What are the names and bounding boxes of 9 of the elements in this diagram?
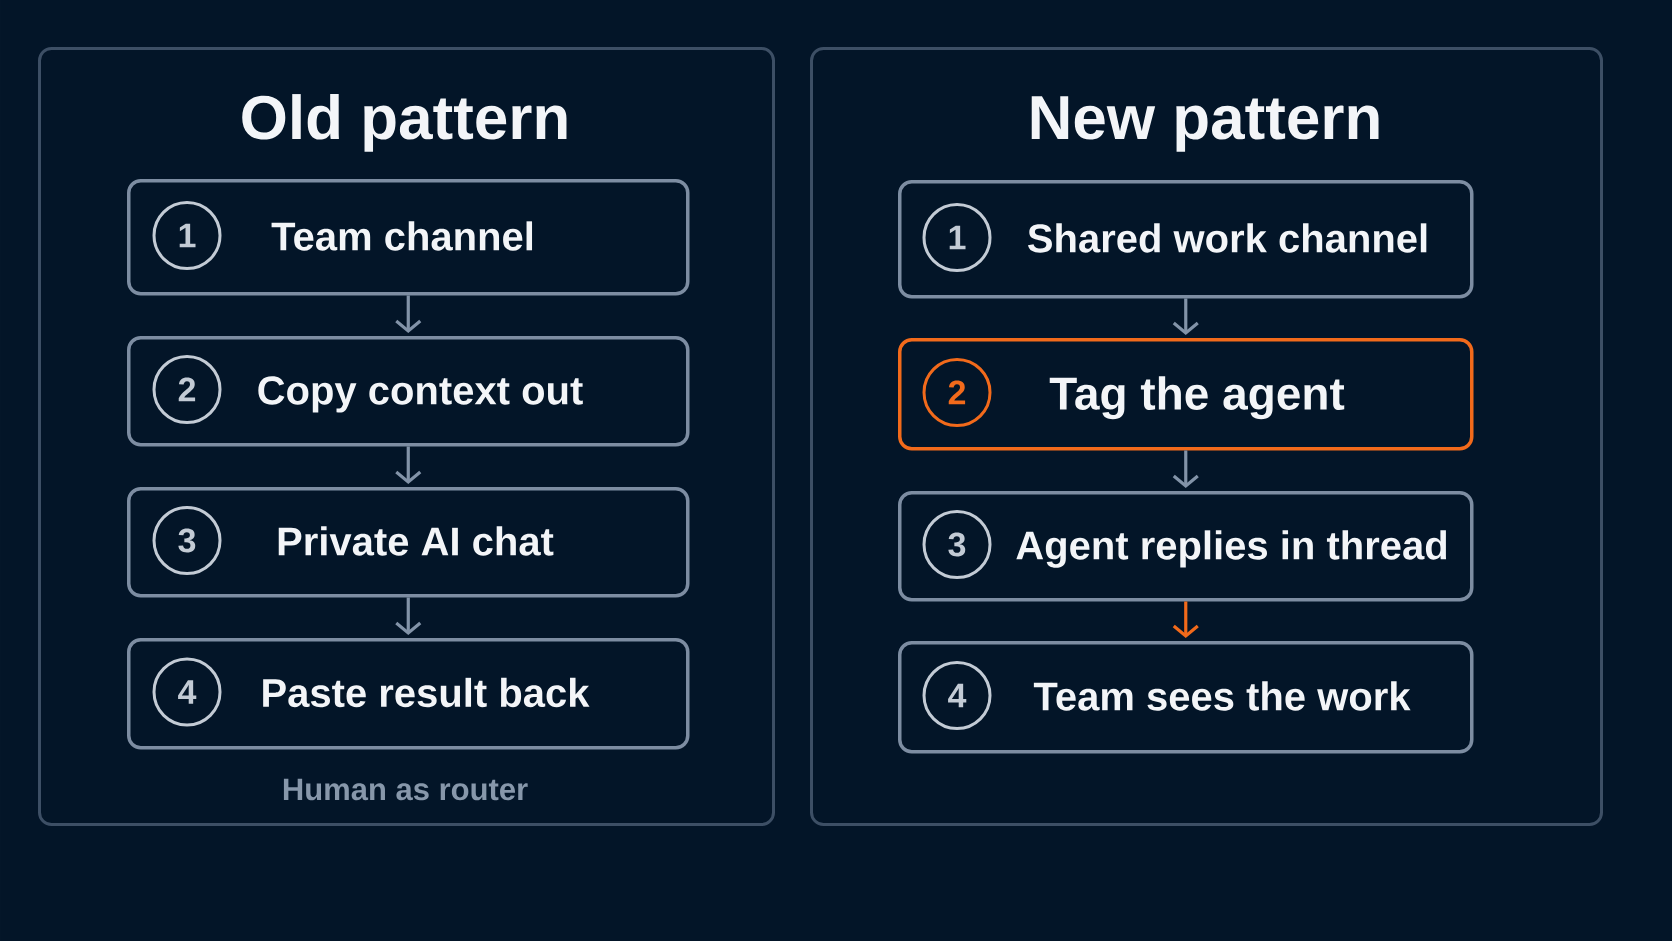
arrow: [1172, 450, 1199, 488]
arrow: [1172, 298, 1199, 335]
arrow: [395, 446, 422, 484]
arrow: [1172, 601, 1199, 638]
panel-heading: New pattern: [1031, 96, 1379, 152]
arrow: [395, 597, 422, 635]
panel-heading: Old pattern: [242, 94, 567, 152]
arrow: [395, 295, 422, 333]
panel-caption: Human as router: [283, 778, 528, 801]
